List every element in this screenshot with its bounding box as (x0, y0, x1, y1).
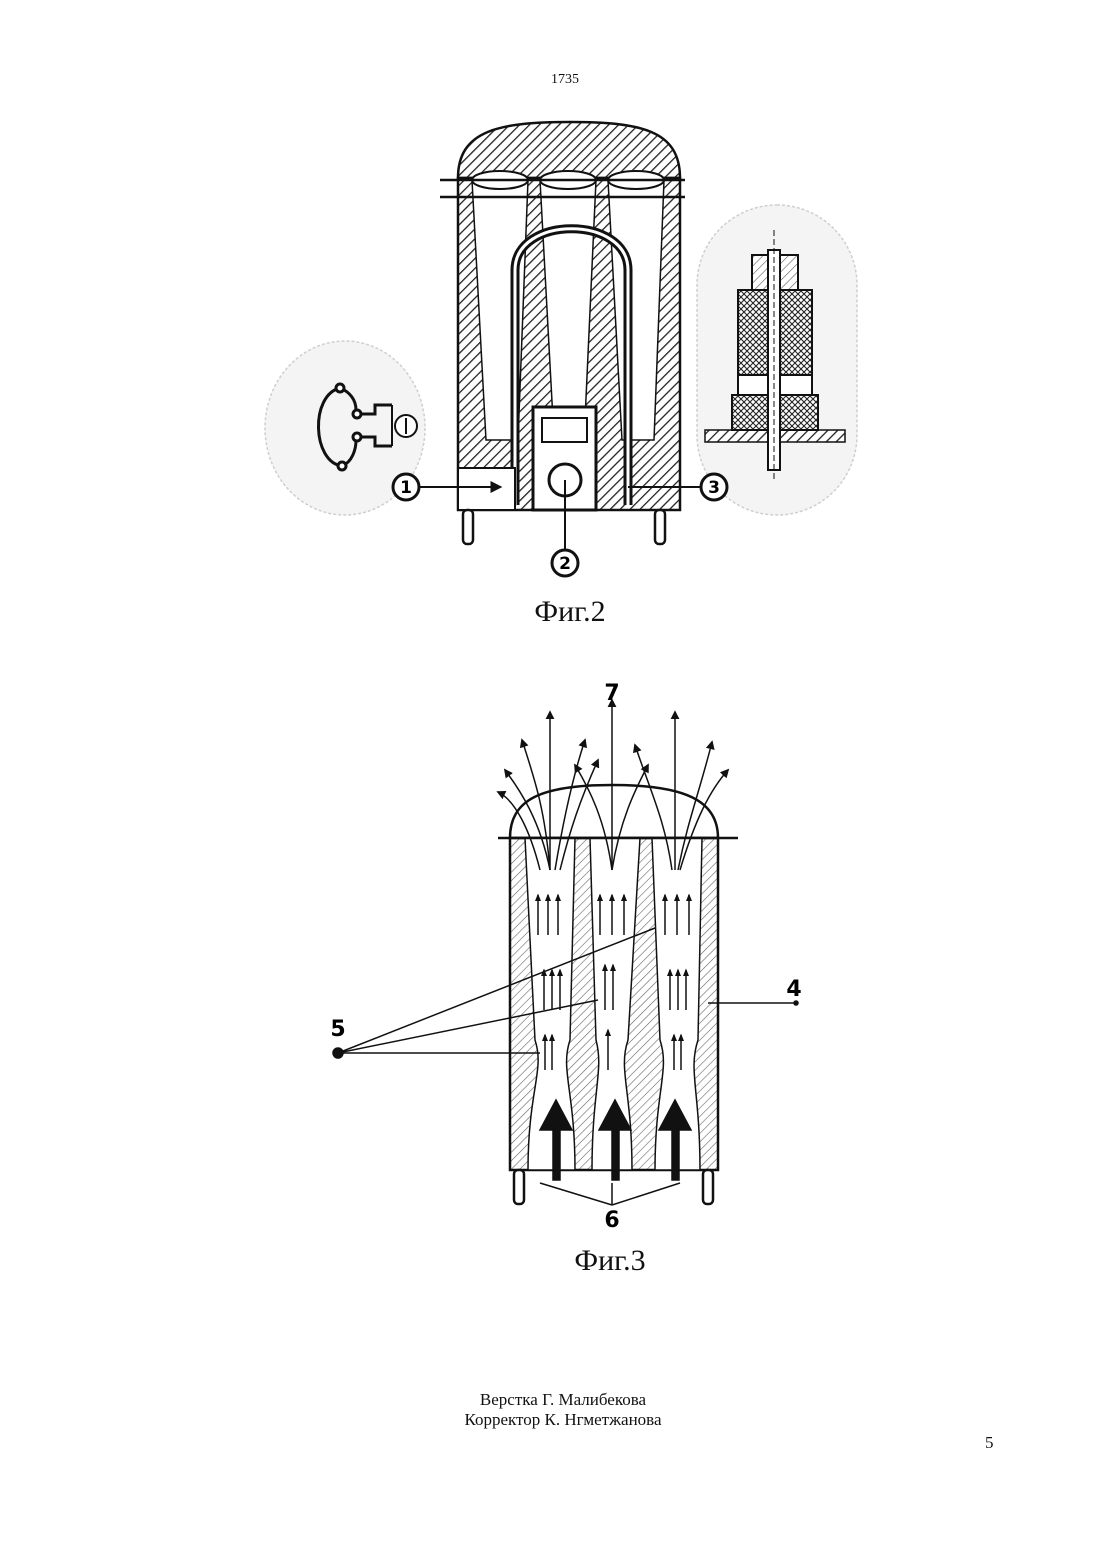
proofreader-credit: Корректор К. Нгметжанова (0, 1410, 1100, 1430)
credits-block: Верстка Г. Малибекова Корректор К. Нгмет… (0, 1390, 1100, 1430)
layout-credit: Верстка Г. Малибекова (0, 1390, 1100, 1410)
figure-2-caption: Фиг.2 (0, 595, 1100, 629)
callout-7-label: 7 (604, 681, 619, 706)
callout-1-label: 1 (400, 478, 412, 498)
callout-3: 3 (701, 474, 727, 500)
figure-3-caption: Фиг.3 (0, 1244, 1100, 1278)
callout-4-label: 4 (786, 977, 801, 1002)
callout-5-label: 5 (330, 1017, 345, 1042)
callout-2-label: 2 (559, 554, 571, 574)
page-number: 5 (985, 1433, 994, 1453)
callout-1: 1 (393, 474, 419, 500)
callout-2: 2 (552, 550, 578, 576)
heater-cabinet-cross-section (420, 122, 700, 550)
callout-6-label: 6 (604, 1208, 619, 1233)
callout-3-label: 3 (708, 478, 720, 498)
